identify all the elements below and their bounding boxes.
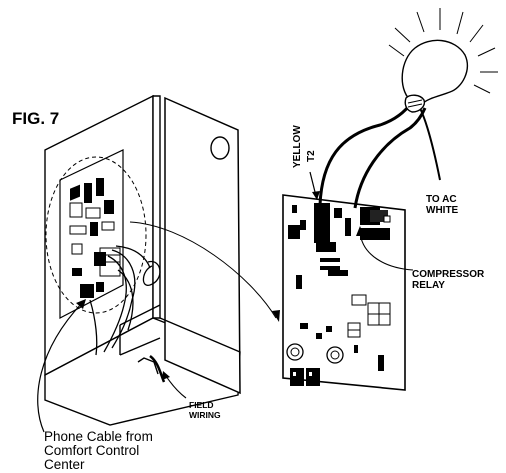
board-pointer-line (129, 221, 277, 319)
board-pointer-arrowhead (272, 310, 280, 322)
pc-board (282, 194, 406, 391)
enclosure-control-board (59, 149, 124, 319)
t2-label: T2 (306, 150, 317, 162)
field-wiring-pointer (165, 375, 187, 399)
phone-cable-pointer (37, 302, 83, 433)
highlight-circle (45, 156, 147, 314)
light-bulb (401, 39, 468, 113)
compressor-relay-pointer (359, 231, 414, 271)
phone-cable-label-3: Center (44, 457, 85, 472)
wire-bundle (89, 245, 161, 356)
compressor-relay-arrowhead (356, 226, 364, 236)
compressor-label: COMPRESSOR (412, 269, 485, 280)
yellow-label: YELLOW (292, 125, 303, 168)
field-wiring-arrowhead (162, 371, 170, 380)
to-ac-wire (419, 107, 441, 181)
field-label: FIELD (189, 400, 214, 410)
t2-pointer-arrowhead (312, 191, 320, 200)
wiring-label: WIRING (189, 410, 221, 420)
to-ac-label: TO AC (426, 194, 457, 205)
relay-label: RELAY (412, 280, 445, 291)
phone-cable-arrowhead (76, 299, 86, 309)
phone-cable-label-1: Phone Cable from (44, 429, 153, 444)
white-label: WHITE (426, 205, 459, 216)
figure-label: FIG. 7 (12, 109, 59, 128)
phone-cable-label-2: Comfort Control (44, 443, 139, 458)
light-bulb-wires (318, 101, 427, 209)
light-rays (388, 8, 498, 94)
